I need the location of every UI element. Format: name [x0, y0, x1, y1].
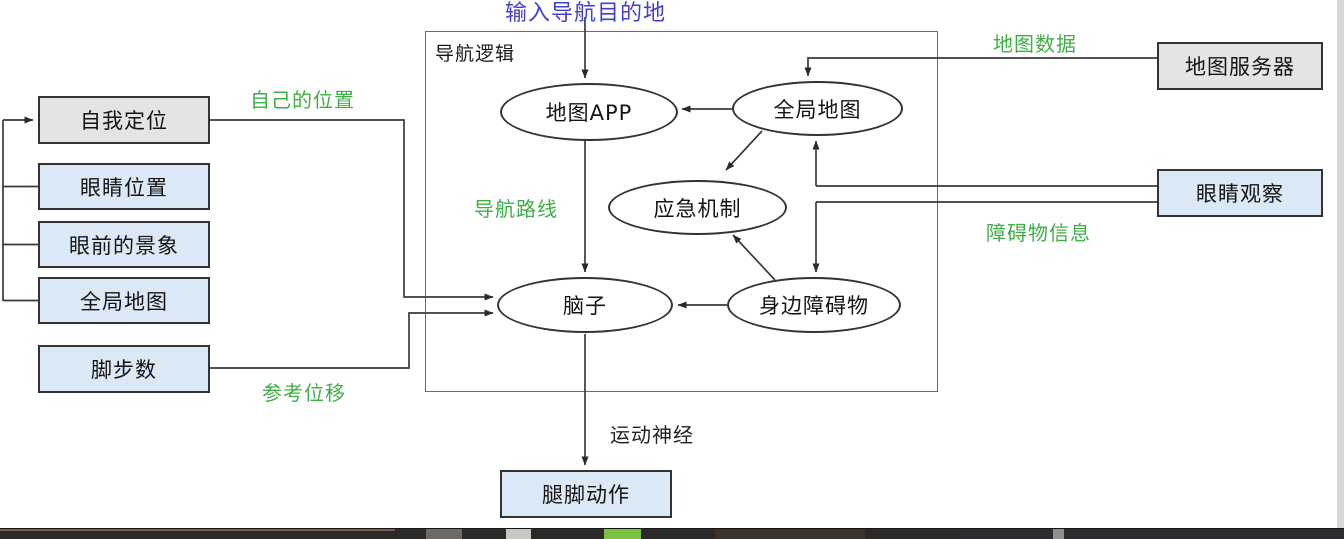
node-brain: 脑子	[497, 277, 673, 333]
timeline-progress-segment	[604, 529, 641, 539]
node-obstacles: 身边障碍物	[727, 277, 901, 333]
node-emergency: 应急机制	[608, 180, 787, 235]
edge-own-position-to-brain	[210, 119, 494, 301]
node-eye-position: 眼睛位置	[38, 163, 210, 210]
edge-map-server-to-global-map	[804, 57, 1157, 77]
node-eye-scene: 眼前的景象	[38, 221, 210, 268]
timeline-segment	[426, 529, 462, 539]
edge-step-count-to-brain	[210, 309, 494, 369]
label-map-data: 地图数据	[993, 32, 1077, 56]
timeline-segment	[506, 529, 531, 539]
node-map-server: 地图服务器	[1157, 42, 1323, 90]
node-leg-action: 腿脚动作	[500, 470, 672, 518]
node-eye-observe: 眼睛观察	[1157, 169, 1323, 217]
label-ref-displacement: 参考位移	[262, 381, 346, 405]
timeline-segment	[1053, 529, 1064, 539]
node-global-map: 全局地图	[732, 81, 903, 136]
node-self-localization: 自我定位	[38, 96, 210, 144]
node-step-count: 脚步数	[38, 345, 210, 393]
label-obstacle-info: 障碍物信息	[986, 221, 1091, 245]
window-edge-strip	[1337, 0, 1344, 529]
edge-obstacles-to-emergency	[732, 234, 776, 281]
edge-left-bus	[2, 120, 38, 302]
nav-logic-container: 导航逻辑	[425, 31, 938, 392]
label-own-position: 自己的位置	[250, 88, 355, 112]
label-motor-nerve: 运动神经	[610, 423, 694, 447]
label-input-destination: 输入导航目的地	[505, 1, 667, 26]
label-nav-route: 导航路线	[474, 197, 558, 221]
node-map-app: 地图APP	[500, 83, 678, 141]
timeline-segment	[960, 529, 1344, 539]
nav-logic-label: 导航逻辑	[435, 43, 516, 65]
timeline-segment	[715, 529, 865, 539]
node-global-map-source: 全局地图	[38, 277, 210, 324]
timeline-segment	[0, 529, 395, 531]
edge-global-map-to-emergency	[725, 130, 763, 171]
video-timeline-strip[interactable]	[0, 528, 1344, 539]
